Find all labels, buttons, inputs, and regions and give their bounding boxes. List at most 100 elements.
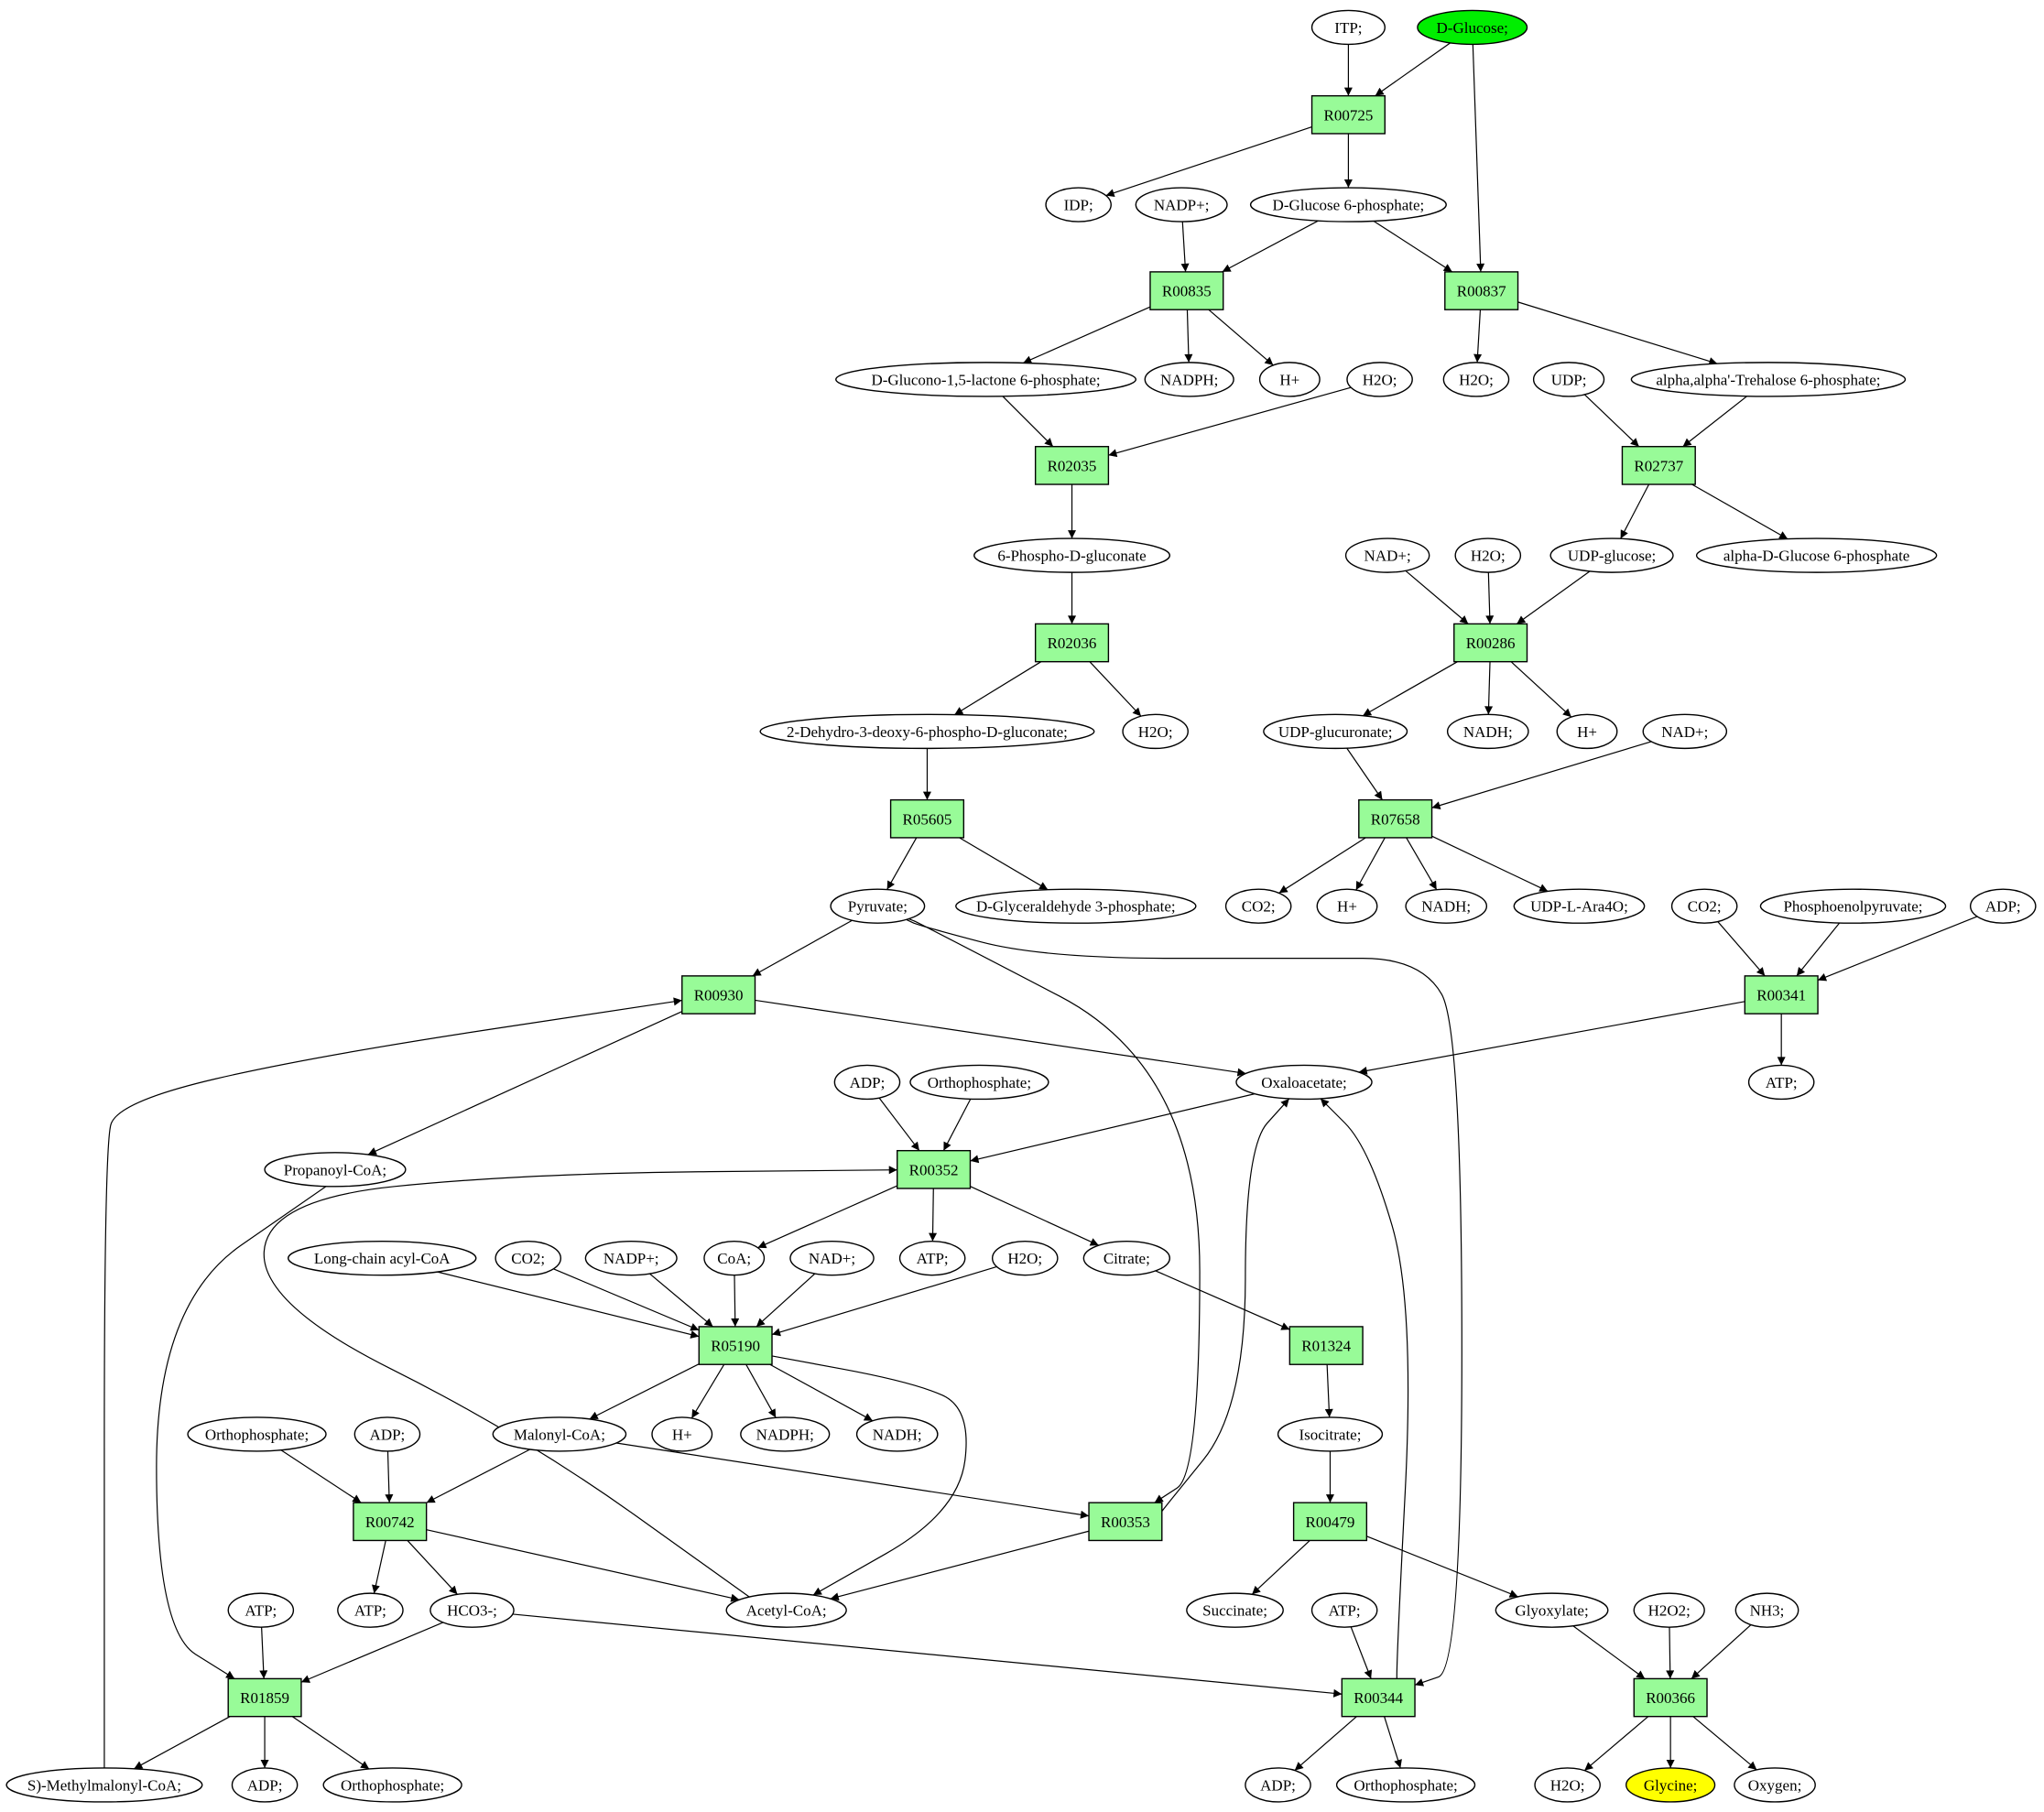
compound-node-phosphogluconate[interactable]: 6-Phospho-D-gluconate [973,537,1171,573]
reaction-node-r02035[interactable]: R02035 [1034,446,1110,485]
compound-node-orthophosphate1[interactable]: Orthophosphate; [909,1064,1049,1101]
compound-node-acetylcoa[interactable]: Acetyl-CoA; [725,1592,847,1628]
compound-node-longchain[interactable]: Long-chain acyl-CoA [288,1240,477,1276]
compound-node-glycine[interactable]: Glycine; [1625,1767,1716,1803]
compound-node-nadph2[interactable]: NADPH; [740,1416,831,1452]
compound-node-hplus3[interactable]: H+ [1316,888,1378,924]
compound-node-nadp1[interactable]: NADP+; [1135,187,1228,222]
reaction-node-r00742[interactable]: R00742 [353,1502,428,1542]
compound-node-nadh3[interactable]: NADH; [855,1416,939,1452]
compound-node-pep[interactable]: Phosphoenolpyruvate; [1759,888,1947,924]
edge-methylmalonyl-to-R00930 [103,997,682,1768]
edge-R00835-to-nadph1 [1184,309,1193,363]
compound-node-orthophosphate4[interactable]: Orthophosphate; [1335,1767,1476,1803]
compound-node-h2o2b[interactable]: H2O2; [1633,1592,1705,1628]
compound-node-nadph1[interactable]: NADPH; [1144,362,1234,397]
compound-node-co2a[interactable]: CO2; [1224,888,1292,924]
compound-node-orthophosphate2[interactable]: Orthophosphate; [187,1416,327,1452]
compound-node-glucono[interactable]: D-Glucono-1,5-lactone 6-phosphate; [835,362,1137,397]
compound-node-atp2[interactable]: ATP; [898,1240,966,1276]
reaction-node-r00286[interactable]: R00286 [1453,623,1528,663]
reaction-node-r00353[interactable]: R00353 [1088,1502,1163,1542]
reaction-node-r00930[interactable]: R00930 [681,975,756,1015]
compound-node-methylmalonyl[interactable]: S)-Methylmalonyl-CoA; [5,1767,203,1803]
compound-node-oxaloacetate[interactable]: Oxaloacetate; [1235,1064,1373,1101]
compound-node-hplus2[interactable]: H+ [1556,713,1618,750]
compound-node-g6p[interactable]: D-Glucose 6-phosphate; [1249,187,1447,222]
reaction-node-r02737[interactable]: R02737 [1621,446,1696,485]
compound-node-udpglucose[interactable]: UDP-glucose; [1549,537,1674,573]
reaction-node-r07658[interactable]: R07658 [1358,798,1433,839]
reaction-node-r00352[interactable]: R00352 [897,1149,972,1189]
compound-node-udpglucuronate[interactable]: UDP-glucuronate; [1263,713,1408,750]
reaction-node-r00837[interactable]: R00837 [1444,271,1519,310]
compound-node-atp1[interactable]: ATP; [1747,1064,1815,1101]
compound-node-nadh1[interactable]: NADH; [1446,713,1529,750]
reaction-node-r00341[interactable]: R00341 [1744,975,1819,1015]
compound-node-citrate[interactable]: Citrate; [1082,1240,1171,1276]
compound-node-nadp2[interactable]: NADP+; [584,1240,678,1276]
compound-ellipse [1135,187,1228,222]
compound-node-idp[interactable]: IDP; [1045,187,1112,222]
compound-node-coa[interactable]: CoA; [703,1240,766,1276]
compound-node-nadh2[interactable]: NADH; [1405,888,1488,924]
reaction-node-r00344[interactable]: R00344 [1341,1677,1416,1718]
compound-node-trehalose[interactable]: alpha,alpha'-Trehalose 6-phosphate; [1630,362,1907,397]
compound-node-h2o3[interactable]: H2O; [1454,537,1522,573]
compound-node-udp[interactable]: UDP; [1532,362,1605,397]
reaction-node-r00835[interactable]: R00835 [1149,271,1224,310]
compound-node-hplus4[interactable]: H+ [651,1416,713,1452]
compound-node-hco3[interactable]: HCO3-; [429,1592,515,1628]
compound-node-atp3[interactable]: ATP; [227,1592,295,1628]
compound-ellipse [991,1240,1059,1276]
node-label: Malonyl-CoA; [514,1426,605,1443]
reaction-node-r01859[interactable]: R01859 [227,1677,302,1718]
compound-node-adp1[interactable]: ADP; [1969,888,2037,924]
node-label: H2O; [1007,1250,1042,1267]
compound-node-h2o2[interactable]: H2O; [1442,362,1510,397]
node-label: H2O; [1138,723,1173,741]
compound-node-adp2[interactable]: ADP; [833,1064,901,1101]
compound-node-co2c[interactable]: CO2; [495,1240,562,1276]
compound-node-propanoylcoa[interactable]: Propanoyl-CoA; [264,1152,407,1188]
compound-node-atp4[interactable]: ATP; [337,1592,404,1628]
compound-node-atp5[interactable]: ATP; [1310,1592,1378,1628]
compound-node-itp[interactable]: ITP; [1310,9,1386,46]
compound-node-udpara[interactable]: UDP-L-Ara4O; [1513,888,1646,924]
compound-node-glyoxylate[interactable]: Glyoxylate; [1495,1592,1609,1628]
compound-node-nad3[interactable]: NAD+; [789,1240,875,1276]
compound-ellipse [973,537,1171,573]
compound-node-aglc6p[interactable]: alpha-D-Glucose 6-phosphate [1695,537,1938,573]
compound-node-hplus1[interactable]: H+ [1258,362,1321,397]
compound-node-kdpg[interactable]: 2-Dehydro-3-deoxy-6-phospho-D-gluconate; [759,713,1095,750]
compound-node-oxygen[interactable]: Oxygen; [1734,1767,1816,1803]
compound-node-nh3[interactable]: NH3; [1734,1592,1799,1628]
edge-orthophosphate2-to-R00742 [280,1449,362,1503]
reaction-node-r00366[interactable]: R00366 [1633,1677,1708,1718]
reaction-node-r05605[interactable]: R05605 [889,798,965,839]
compound-node-orthophosphate3[interactable]: Orthophosphate; [322,1767,462,1803]
reaction-node-r00479[interactable]: R00479 [1292,1502,1368,1542]
compound-node-pyruvate[interactable]: Pyruvate; [830,888,926,924]
compound-node-nad1[interactable]: NAD+; [1344,537,1430,573]
compound-node-succinate[interactable]: Succinate; [1186,1592,1284,1628]
reaction-node-r00725[interactable]: R00725 [1310,94,1386,135]
compound-node-h2o1[interactable]: H2O; [1346,362,1413,397]
compound-node-dglucose[interactable]: D-Glucose; [1417,9,1528,46]
compound-node-g3p[interactable]: D-Glyceraldehyde 3-phosphate; [955,888,1197,924]
compound-node-isocitrate[interactable]: Isocitrate; [1277,1416,1384,1452]
reaction-node-r05190[interactable]: R05190 [698,1326,773,1365]
compound-node-malonylcoa[interactable]: Malonyl-CoA; [492,1416,627,1452]
compound-node-adp5[interactable]: ADP; [1245,1767,1311,1803]
compound-node-h2o5[interactable]: H2O; [991,1240,1059,1276]
edge-nad1-to-R00286 [1405,570,1469,624]
compound-node-nad2[interactable]: NAD+; [1642,713,1728,750]
compound-node-adp3[interactable]: ADP; [353,1416,421,1452]
reaction-box [1310,94,1386,135]
reaction-node-r01324[interactable]: R01324 [1288,1326,1364,1365]
compound-node-h2o4[interactable]: H2O; [1122,713,1189,750]
reaction-node-r02036[interactable]: R02036 [1034,623,1110,663]
compound-node-co2b[interactable]: CO2; [1670,888,1738,924]
compound-node-adp4[interactable]: ADP; [231,1767,299,1803]
compound-node-h2o6[interactable]: H2O; [1534,1767,1601,1803]
